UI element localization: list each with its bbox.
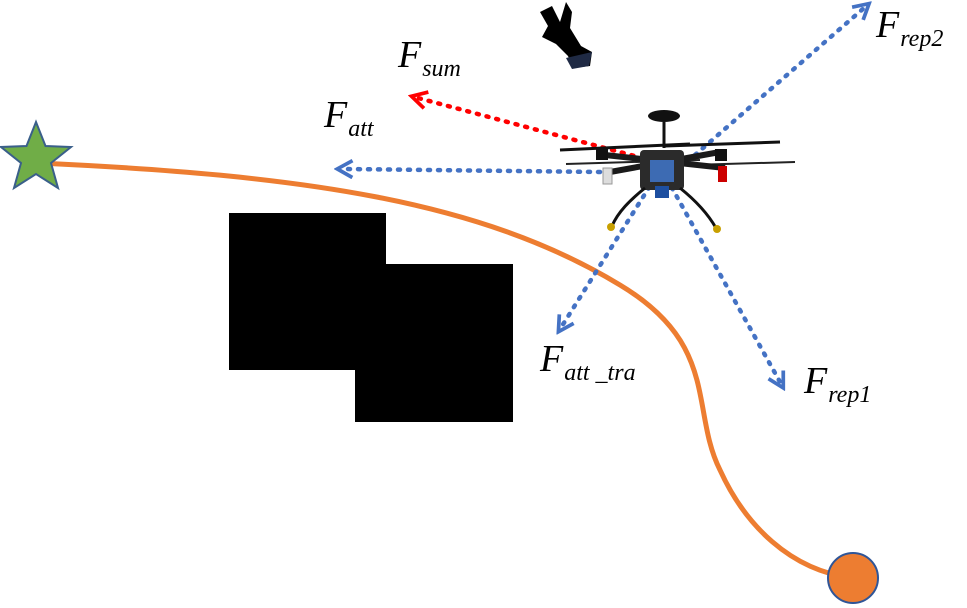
start-circle-icon bbox=[827, 552, 879, 604]
wind-arrow-icon bbox=[540, 2, 592, 69]
f-att-label: Fatt bbox=[324, 94, 374, 142]
goal-star-icon bbox=[0, 119, 74, 191]
f-att-tra-arrow bbox=[562, 167, 663, 326]
trajectory-path bbox=[35, 160, 855, 581]
quadcopter-drone-icon bbox=[559, 110, 796, 233]
f-rep1-arrow bbox=[659, 167, 780, 382]
f-att-tra-label: Fatt _tra bbox=[540, 338, 636, 386]
f-sum-label: Fsum bbox=[398, 34, 461, 82]
obstacle-block-right bbox=[355, 264, 513, 422]
f-rep2-arrow bbox=[677, 8, 864, 171]
f-rep2-label: Frep2 bbox=[876, 4, 944, 52]
f-att-arrow bbox=[344, 169, 603, 172]
f-rep1-label: Frep1 bbox=[804, 360, 872, 408]
